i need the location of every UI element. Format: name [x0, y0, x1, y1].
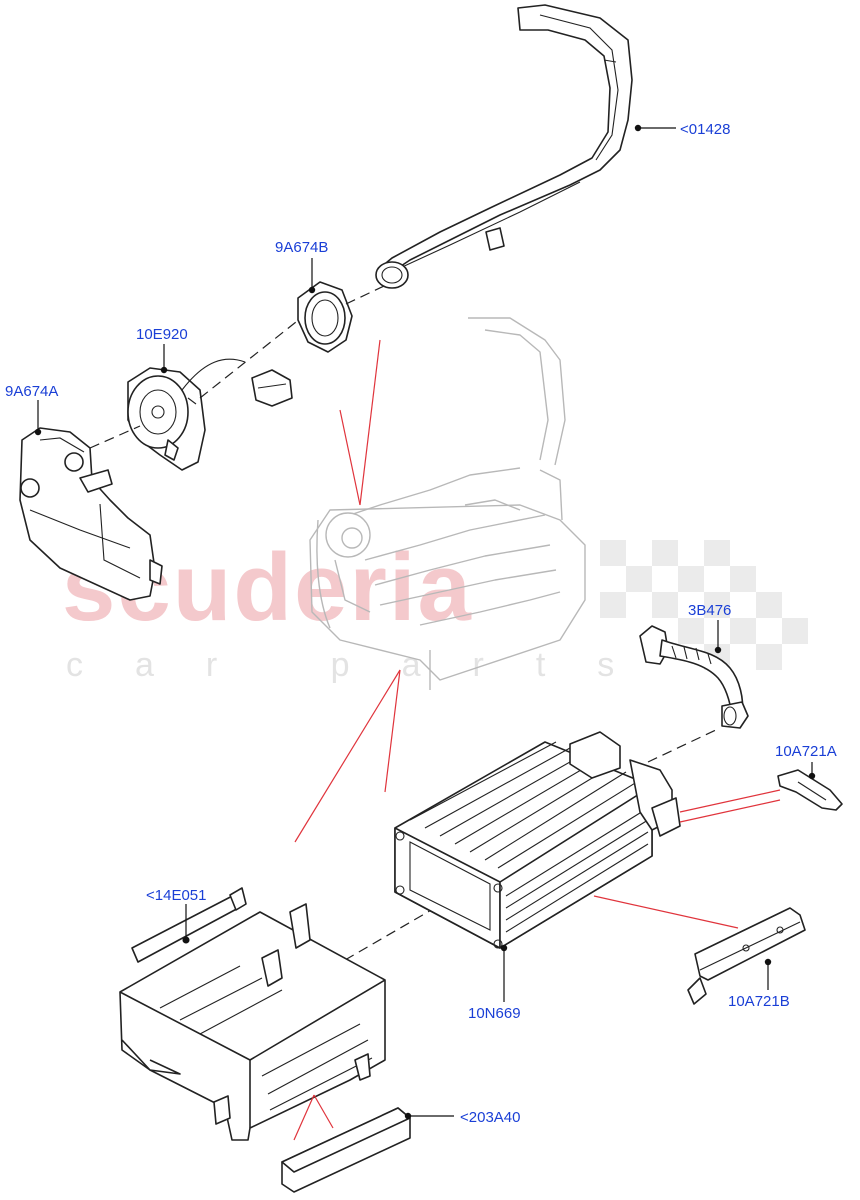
callout-01428[interactable]: <01428 [680, 121, 730, 138]
ghost-assembly [309, 317, 586, 690]
cover-strip [687, 907, 806, 1005]
assembly-lines [89, 285, 721, 961]
callout-10A721B[interactable]: 10A721B [728, 993, 790, 1010]
callout-203A40[interactable]: <203A40 [460, 1109, 520, 1126]
mounting-tray [119, 887, 386, 1141]
reference-lines [293, 339, 781, 1141]
callout-3B476[interactable]: 3B476 [688, 602, 731, 619]
callout-leaders [34, 124, 816, 1120]
callout-10E920[interactable]: 10E920 [136, 326, 188, 343]
housing-bracket [19, 427, 163, 601]
callout-10N669[interactable]: 10N669 [468, 1005, 521, 1022]
sensor-unit [127, 358, 293, 471]
callout-labels: <01428 9A674B 10E920 9A674A 3B476 10A721… [5, 121, 837, 1126]
callout-14E051[interactable]: <14E051 [146, 887, 206, 904]
filler-tube [375, 4, 633, 289]
hose-pipe [639, 625, 749, 729]
watermark-tagline: car parts [66, 646, 666, 684]
callout-9A674B[interactable]: 9A674B [275, 239, 328, 256]
foam-pad [281, 1107, 411, 1193]
callout-10A721A[interactable]: 10A721A [775, 743, 837, 760]
control-module [394, 731, 681, 949]
clip-a [777, 769, 843, 811]
seal-ring [297, 281, 353, 353]
callout-9A674A[interactable]: 9A674A [5, 383, 58, 400]
checkered-flag-watermark [600, 540, 808, 670]
